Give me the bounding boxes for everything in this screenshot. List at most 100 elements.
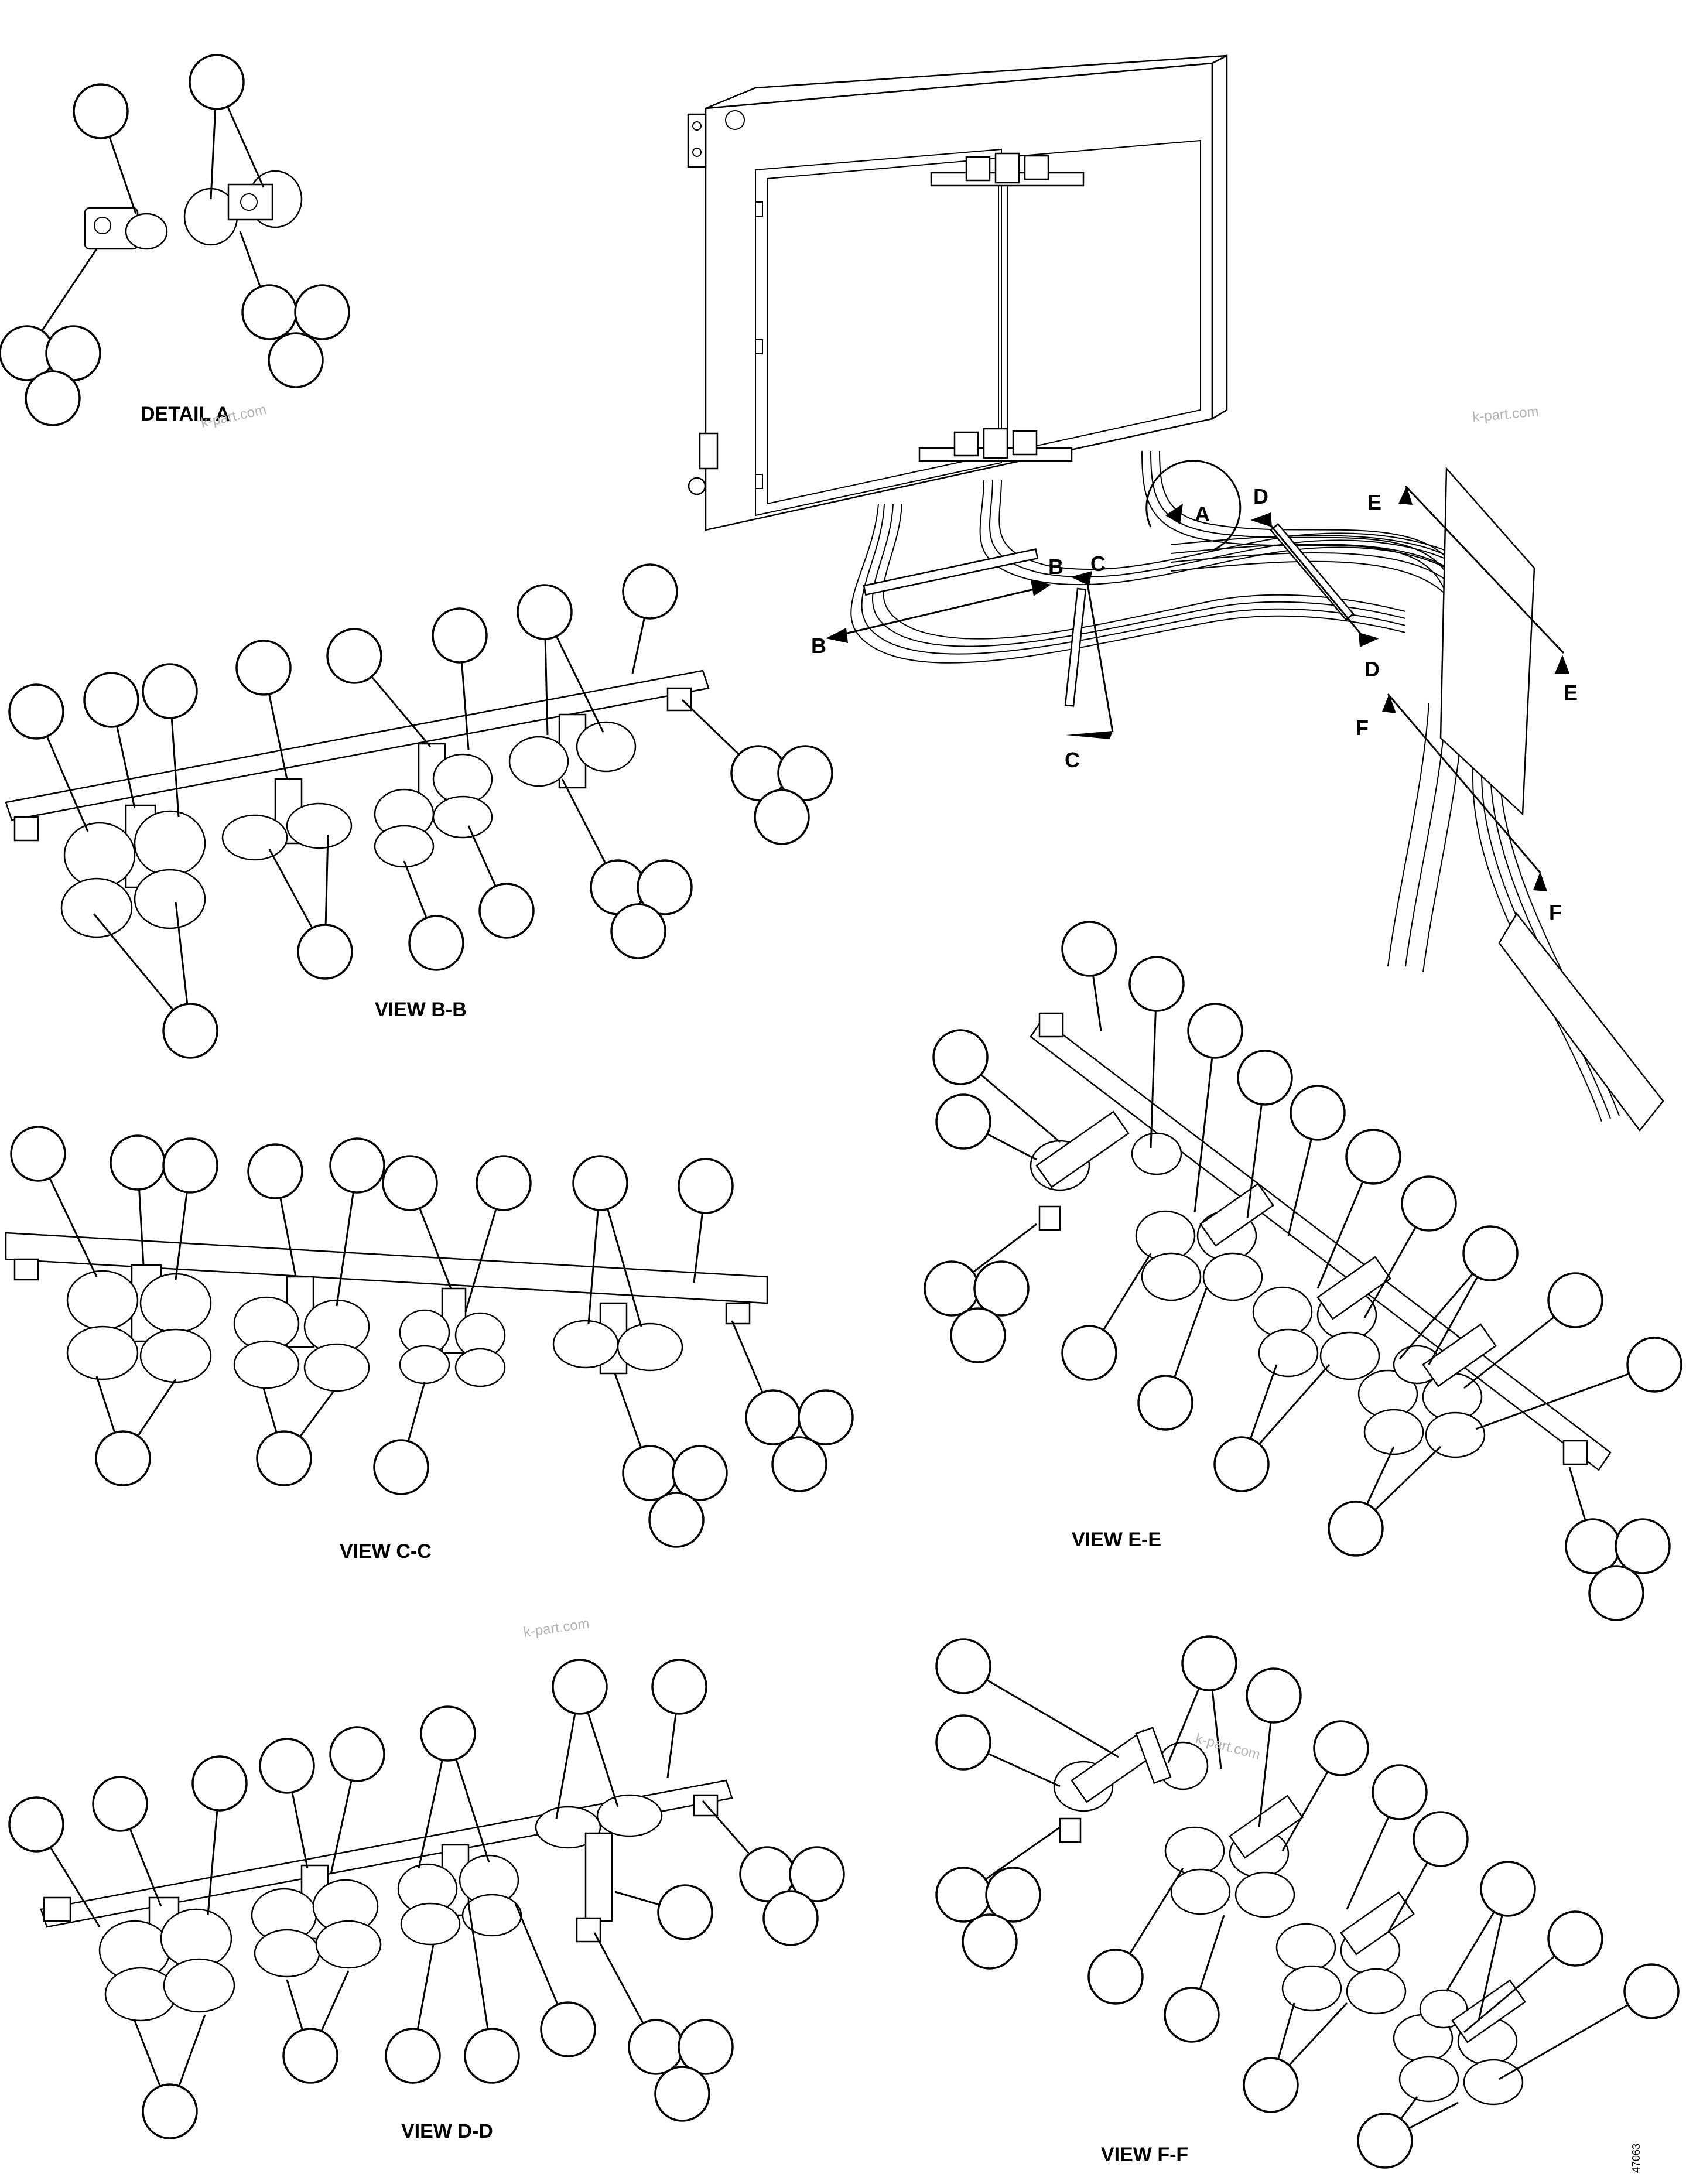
watermark-2: k-part.com: [1472, 404, 1539, 425]
callout-balloon: [256, 1430, 312, 1486]
callout-balloon: [162, 1137, 218, 1194]
leader-line: [555, 1713, 576, 1819]
leader-line: [1346, 1816, 1390, 1910]
leader-line: [1463, 1316, 1555, 1389]
callout-balloon: [622, 1445, 678, 1501]
callout-balloon: [1547, 1910, 1603, 1967]
leader-line: [1211, 1690, 1222, 1769]
leader-line: [320, 1970, 350, 2032]
leader-line: [1374, 1445, 1442, 1511]
leader-line: [1258, 1722, 1272, 1828]
callout-balloon: [420, 1705, 476, 1762]
leader-line: [93, 913, 174, 1011]
callout-balloon: [648, 1492, 705, 1548]
leader-line: [614, 1891, 660, 1906]
callout-balloon: [83, 672, 139, 728]
callout-balloon: [654, 2066, 710, 2122]
callout-balloon: [1401, 1175, 1457, 1232]
leader-line: [987, 1133, 1037, 1161]
callout-balloon: [73, 83, 129, 139]
callout-balloon: [142, 2083, 198, 2139]
callout-balloon: [1061, 1325, 1117, 1381]
leader-line: [593, 1932, 644, 2024]
callout-balloon: [478, 883, 535, 939]
marker-f-bottom: F: [1549, 900, 1562, 924]
leader-line: [268, 849, 313, 929]
callout-balloon: [385, 2028, 441, 2084]
callout-balloon: [1328, 1501, 1384, 1557]
callout-balloon: [935, 1638, 991, 1694]
callout-balloon: [1413, 1811, 1469, 1867]
callout-balloon: [268, 332, 324, 388]
callout-balloon: [1164, 1987, 1220, 2043]
leader-line: [555, 635, 604, 733]
caption-view-cc: VIEW C-C: [340, 1540, 432, 1563]
leader-line: [138, 1189, 145, 1266]
callout-balloon: [1243, 2057, 1299, 2113]
callout-balloon: [382, 1155, 438, 1211]
marker-d-top: D: [1253, 484, 1268, 508]
leader-line: [1478, 1915, 1503, 2021]
leader-line: [467, 1903, 489, 2029]
leader-line: [268, 693, 288, 780]
callout-balloon: [373, 1439, 429, 1495]
leader-line: [987, 1752, 1061, 1787]
leader-line: [544, 638, 549, 736]
leader-line: [1249, 1364, 1278, 1440]
leader-line: [1258, 1364, 1331, 1445]
leader-line: [1400, 2096, 1418, 2120]
callout-balloon: [1137, 1375, 1193, 1431]
leader-line: [461, 662, 470, 750]
callout-balloon: [1565, 1518, 1621, 1574]
callout-balloon: [92, 1776, 148, 1832]
leader-line: [116, 726, 136, 809]
callout-balloon: [8, 683, 64, 740]
callout-balloon: [1345, 1129, 1401, 1185]
callout-balloon: [142, 663, 198, 719]
callout-balloon: [552, 1659, 608, 1715]
callout-balloon: [572, 1155, 628, 1211]
caption-view-ee: VIEW E-E: [1072, 1529, 1161, 1551]
callout-balloon: [657, 1884, 713, 1940]
view-captions: DETAIL A VIEW B-B VIEW C-C VIEW E-E VIEW…: [141, 403, 1188, 2166]
leader-line: [416, 1944, 435, 2030]
callout-balloon: [762, 1890, 819, 1946]
leader-line: [1408, 2101, 1459, 2130]
electrical-cabinet: [687, 54, 1228, 531]
callout-balloon: [1547, 1272, 1603, 1328]
marker-e-top: E: [1367, 490, 1381, 514]
leader-line: [986, 1679, 1119, 1758]
callout-balloon: [610, 903, 666, 959]
leader-line: [980, 1074, 1061, 1143]
leader-line: [407, 1382, 426, 1442]
leader-line: [137, 1379, 177, 1437]
leader-line: [49, 1177, 98, 1277]
callout-balloon: [935, 1867, 991, 1923]
leader-line: [1193, 1057, 1213, 1213]
callout-balloon: [754, 789, 810, 845]
leader-line: [1246, 1104, 1263, 1219]
leader-line: [1499, 2004, 1629, 2080]
leader-line: [262, 1387, 278, 1433]
section-marker-labels: A B B C C D D E E F F: [811, 484, 1578, 924]
leader-line: [178, 2014, 206, 2087]
callout-balloon: [1626, 1337, 1682, 1393]
callout-balloon: [282, 2028, 338, 2084]
leader-line: [666, 1713, 677, 1778]
caption-detail-a: DETAIL A: [141, 403, 230, 425]
leader-line: [1387, 1862, 1428, 1933]
leader-line: [1288, 2002, 1348, 2066]
leader-line: [607, 1208, 642, 1327]
callout-balloon: [935, 1093, 991, 1150]
leader-line: [371, 676, 432, 747]
leader-line: [418, 1759, 443, 1869]
leader-line: [972, 1223, 1037, 1273]
view-cc-parts: [5, 1232, 768, 1392]
callout-balloon: [678, 2019, 734, 2075]
leader-line: [49, 1847, 101, 1927]
leader-line: [299, 1390, 335, 1437]
leader-line: [41, 248, 98, 331]
leader-line: [336, 1192, 354, 1307]
marker-c-top: C: [1090, 552, 1106, 576]
